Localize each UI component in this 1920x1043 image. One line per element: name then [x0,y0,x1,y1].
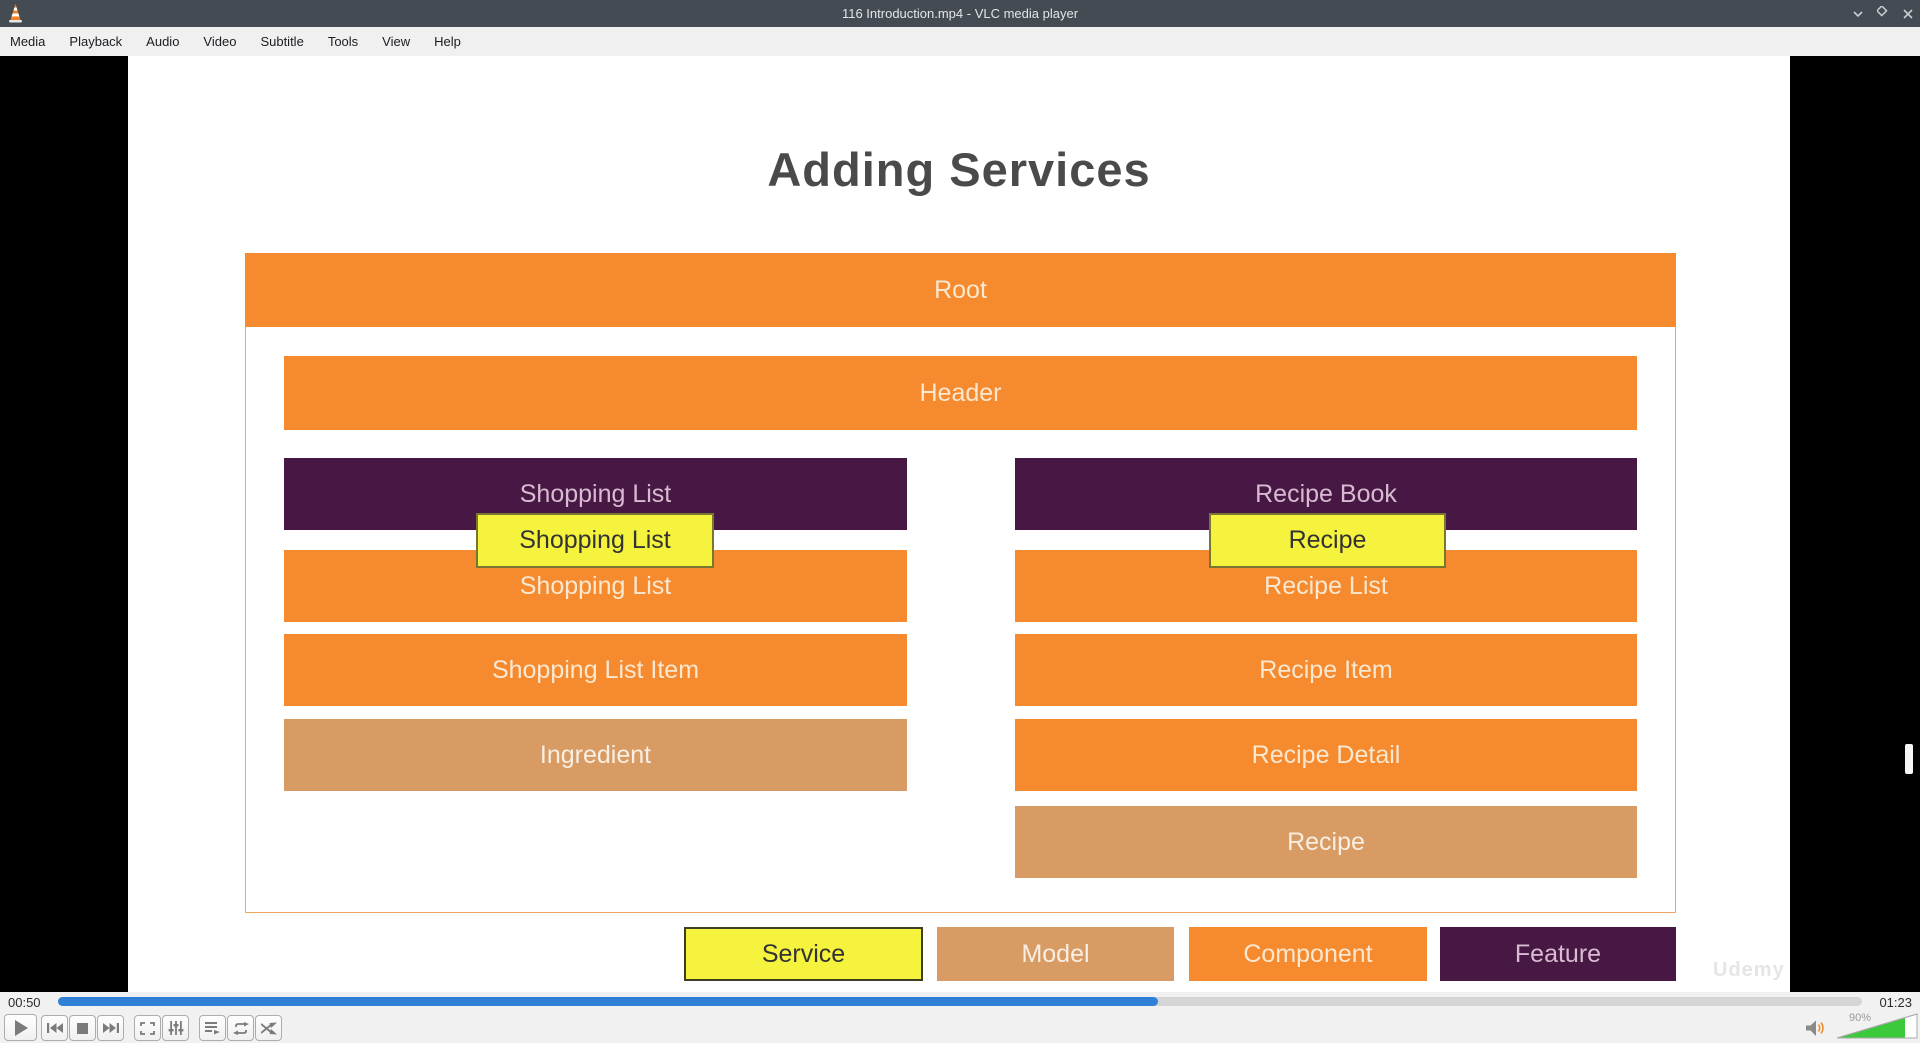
loop-button[interactable] [227,1015,254,1041]
time-elapsed: 00:50 [8,995,41,1010]
menu-tools[interactable]: Tools [327,34,359,49]
next-icon [102,1023,119,1033]
maximize-icon[interactable] [1877,6,1893,22]
stop-icon [77,1022,88,1034]
slide-content: Adding Services Root Header Shopping Lis… [128,56,1790,992]
video-area[interactable]: Adding Services Root Header Shopping Lis… [0,56,1920,992]
previous-icon [46,1023,63,1033]
box-root: Root [245,253,1676,327]
menu-media[interactable]: Media [10,34,46,49]
time-total: 01:23 [1879,995,1912,1010]
play-icon [14,1019,28,1036]
close-icon[interactable] [1900,6,1916,22]
transport-controls: 90% [0,1012,1920,1043]
shuffle-icon [260,1022,277,1034]
menu-view[interactable]: View [382,34,411,49]
seek-slider[interactable] [58,997,1862,1006]
playlist-button[interactable] [199,1015,226,1041]
fullscreen-icon [140,1021,155,1035]
box-header: Header [284,356,1637,430]
control-bar: 00:50 01:23 [0,992,1920,1043]
menu-bar: Media Playback Audio Video Subtitle Tool… [0,27,1920,56]
minimize-icon[interactable] [1850,6,1866,22]
previous-button[interactable] [41,1015,68,1041]
box-recipe-detail-component: Recipe Detail [1015,719,1637,791]
shuffle-button[interactable] [255,1015,282,1041]
box-recipe-service: Recipe [1209,513,1446,568]
legend-model: Model [937,927,1174,981]
box-shopping-list-item-component: Shopping List Item [284,634,907,706]
box-recipe-model: Recipe [1015,806,1637,878]
loop-icon [232,1021,249,1035]
menu-subtitle[interactable]: Subtitle [260,34,304,49]
speaker-icon[interactable] [1806,1020,1828,1037]
seek-fill[interactable] [58,997,1159,1006]
play-button[interactable] [4,1014,37,1041]
legend-service: Service [684,927,923,981]
box-shopping-list-service: Shopping List [476,513,714,568]
seek-row: 00:50 01:23 [0,992,1920,1012]
mouse-cursor [1905,744,1913,774]
menu-playback[interactable]: Playback [69,34,123,49]
box-recipe-item-component: Recipe Item [1015,634,1637,706]
fullscreen-button[interactable] [134,1015,161,1041]
box-ingredient-model: Ingredient [284,719,907,791]
vlc-cone-icon [9,4,22,23]
slide-title: Adding Services [767,143,1151,196]
menu-video[interactable]: Video [203,34,237,49]
volume-percent-label: 90% [1848,1012,1872,1024]
legend-feature: Feature [1440,927,1676,981]
volume-fill [1837,1017,1905,1038]
extended-settings-button[interactable] [162,1015,189,1041]
next-button[interactable] [97,1015,124,1041]
menu-help[interactable]: Help [434,34,461,49]
menu-audio[interactable]: Audio [146,34,180,49]
volume-slider[interactable] [1836,1013,1920,1040]
stop-button[interactable] [69,1015,96,1041]
legend-component: Component [1189,927,1427,981]
extended-settings-icon [168,1021,183,1035]
playlist-icon [205,1021,220,1034]
udemy-watermark: Udemy [1713,959,1785,981]
title-bar: 116 Introduction.mp4 - VLC media player [0,0,1920,27]
window-title: 116 Introduction.mp4 - VLC media player [841,6,1079,21]
